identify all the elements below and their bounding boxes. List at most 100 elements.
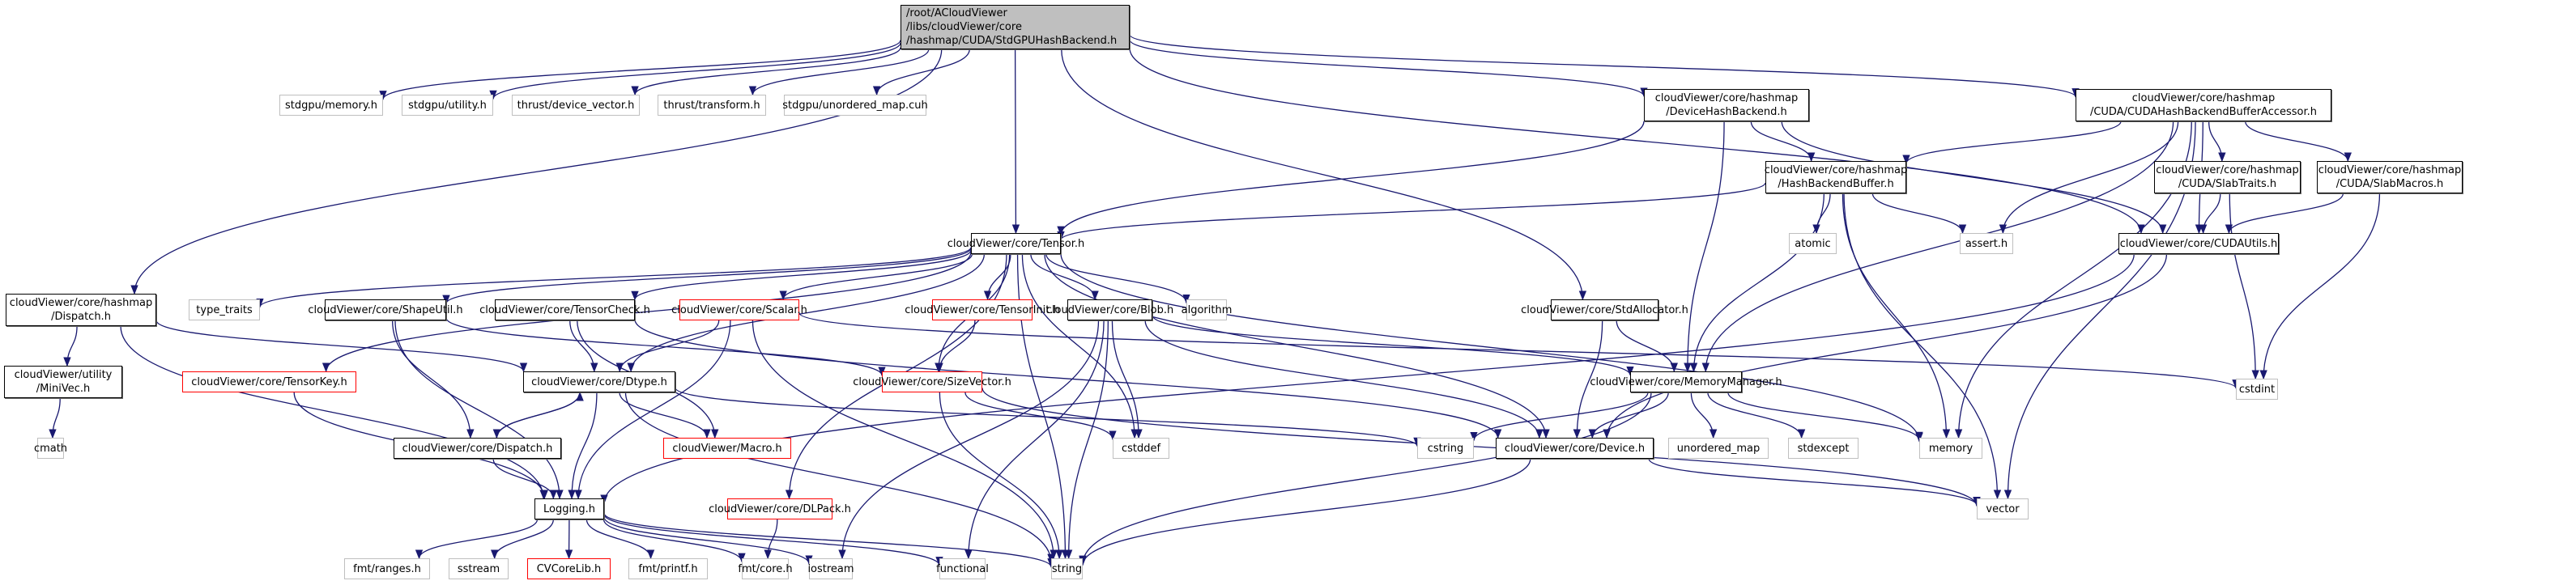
node-tensor-check[interactable]: cloudViewer/core/TensorCheck.h [479,299,650,320]
node-thrust-transform[interactable]: thrust/transform.h [658,95,766,116]
node-atomic[interactable]: atomic [1789,233,1837,254]
edge-logging-to-fmt_printf [585,519,655,560]
node-functional[interactable]: functional [936,558,989,579]
node-slab-macros[interactable]: cloudViewer/core/hashmap /CUDA/SlabMacro… [2317,161,2463,193]
node-label: cloudViewer/core/ShapeUtil.h [308,303,463,316]
edge-tensor-to-tensor_key [322,252,972,373]
node-device-hash-backend[interactable]: cloudViewer/core/hashmap /DeviceHashBack… [1644,89,1809,121]
node-stdexcept[interactable]: stdexcept [1788,438,1859,459]
node-label: cmath [33,442,68,455]
node-label: stdgpu/utility.h [408,99,487,112]
node-cstddef[interactable]: cstddef [1113,438,1169,459]
edge-slab_traits-to-cuda_utils [2199,193,2221,235]
edge-blob-to-string [1064,320,1109,560]
edge-hash_backend_buffer-to-memory [1842,193,1951,439]
edge-hash_backend_buffer-to-vector [1843,193,2002,500]
node-tensor-init[interactable]: cloudViewer/core/TensorInit.h [905,299,1060,320]
node-label: cloudViewer/core/hashmap /Dispatch.h [9,297,153,323]
node-tensor[interactable]: cloudViewer/core/Tensor.h [947,233,1084,254]
node-hashmap-dispatch[interactable]: cloudViewer/core/hashmap /Dispatch.h [6,294,156,326]
edge-blob-to-cstddef [1111,320,1143,439]
node-stdgpu-memory[interactable]: stdgpu/memory.h [279,95,383,116]
edge-slab_traits-to-cstdint [2229,193,2259,380]
node-logging[interactable]: Logging.h [534,498,604,519]
node-fmt-ranges[interactable]: fmt/ranges.h [344,558,430,579]
edge-tensor-to-device [1044,253,1550,439]
node-stdgpu-utility[interactable]: stdgpu/utility.h [402,95,493,116]
node-label: cloudViewer/utility /MiniVec.h [14,369,113,395]
node-type-traits[interactable]: type_traits [189,299,260,320]
edge-memory_manager-to-cstring [1470,392,1649,442]
edge-cuda_hb_accessor-to-hash_backend_buffer [1902,121,2122,165]
edge-logging-to-functional [603,514,943,566]
node-mini-vec[interactable]: cloudViewer/utility /MiniVec.h [4,366,122,398]
edge-scalar-to-string [752,320,1058,560]
node-label: cloudViewer/core/TensorCheck.h [479,303,650,316]
node-label: cloudViewer/core/hashmap /CUDA/CUDAHashB… [2089,92,2318,118]
node-label: /root/ACloudViewer /libs/cloudViewer/cor… [906,7,1118,47]
node-dtype[interactable]: cloudViewer/core/Dtype.h [523,371,675,392]
edge-root-to-cuda_hb_accessor [1129,34,2080,98]
node-shape-util[interactable]: cloudViewer/core/ShapeUtil.h [308,299,463,320]
node-core-dispatch[interactable]: cloudViewer/core/Dispatch.h [394,438,561,459]
node-scalar[interactable]: cloudViewer/core/Scalar.h [671,299,807,320]
node-label: cloudViewer/core/Device.h [1504,442,1646,455]
node-slab-traits[interactable]: cloudViewer/core/hashmap /CUDA/SlabTrait… [2154,161,2301,193]
edge-std_allocator-to-memory_manager [1616,320,1678,373]
edge-root-to-stdgpu_memory [379,40,901,100]
edge-blob-to-iostream [838,320,1100,560]
node-memory[interactable]: memory [1919,438,1982,459]
edge-scalar-to-dtype [615,320,720,373]
node-algorithm[interactable]: algorithm [1182,299,1232,320]
edge-dtype-to-string [624,392,1055,564]
node-label: string [1051,562,1083,575]
node-label: memory [1928,442,1974,455]
edge-size_vector-to-vector [981,388,1981,507]
node-cuda-hash-backend-buffer-accessor[interactable]: cloudViewer/core/hashmap /CUDA/CUDAHashB… [2076,89,2331,121]
edge-tensor-to-scalar [779,253,973,301]
node-hash-backend-buffer[interactable]: cloudViewer/core/hashmap /HashBackendBuf… [1765,161,1907,193]
edge-root-to-thrust_device_vector [631,47,901,96]
edge-shape_util-to-size_vector [445,317,886,376]
node-iostream[interactable]: iostream [807,558,854,579]
node-unordered-map[interactable]: unordered_map [1668,438,1769,459]
node-thrust-device-vector[interactable]: thrust/device_vector.h [512,95,640,116]
edge-root-to-std_allocator [1061,49,1587,301]
edge-tensor-to-tensor_init [983,253,1011,301]
edge-tensor-to-shape_util [442,248,972,305]
node-memory-manager[interactable]: cloudViewer/core/MemoryManager.h [1590,371,1782,392]
root-file-node[interactable]: /root/ACloudViewer /libs/cloudViewer/cor… [901,5,1130,49]
node-blob[interactable]: cloudViewer/core/Blob.h [1046,299,1173,320]
node-size-vector[interactable]: cloudViewer/core/SizeVector.h [853,371,1011,392]
node-tensor-key[interactable]: cloudViewer/core/TensorKey.h [182,371,356,392]
node-label: cloudViewer/core/CUDAUtils.h [2119,237,2278,250]
node-stdgpu-unordered-map[interactable]: stdgpu/unordered_map.cuh [782,95,928,116]
edge-hashmap_dispatch-to-dtype [155,320,528,373]
edge-dtype-to-logging [568,392,598,500]
node-label: unordered_map [1676,442,1761,455]
node-macro[interactable]: cloudViewer/Macro.h [663,438,791,459]
node-sstream[interactable]: sstream [449,558,509,579]
edge-device_hash_backend-to-hash_backend_buffer [1750,121,1816,163]
edge-tensor-to-type_traits [256,247,972,308]
node-cvcorelib[interactable]: CVCoreLib.h [527,558,611,579]
edge-logging-to-fmt_core [602,519,746,563]
node-std-allocator[interactable]: cloudViewer/core/StdAllocator.h [1521,299,1688,320]
node-fmt-core[interactable]: fmt/core.h [738,558,793,579]
edge-hash_backend_buffer-to-tensor [1057,182,1766,241]
node-label: cloudViewer/core/Scalar.h [671,303,807,316]
edge-tensor-to-cstddef [1021,253,1139,439]
edge-tensor_check-to-dtype [569,320,598,373]
node-string[interactable]: string [1051,558,1083,579]
node-device[interactable]: cloudViewer/core/Device.h [1496,438,1654,459]
node-cstdint[interactable]: cstdint [2236,379,2278,400]
node-vector[interactable]: vector [1977,498,2029,519]
node-fmt-printf[interactable]: fmt/printf.h [628,558,708,579]
edge-dlpack-to-fmt_core [764,519,778,560]
node-assert-h[interactable]: assert.h [1960,233,2013,254]
node-cstring[interactable]: cstring [1417,438,1474,459]
node-label: cloudViewer/core/hashmap /CUDA/SlabMacro… [2318,164,2462,190]
node-dlpack[interactable]: cloudViewer/core/DLPack.h [709,498,851,519]
node-cmath[interactable]: cmath [33,438,68,459]
node-cuda-utils[interactable]: cloudViewer/core/CUDAUtils.h [2118,233,2279,254]
